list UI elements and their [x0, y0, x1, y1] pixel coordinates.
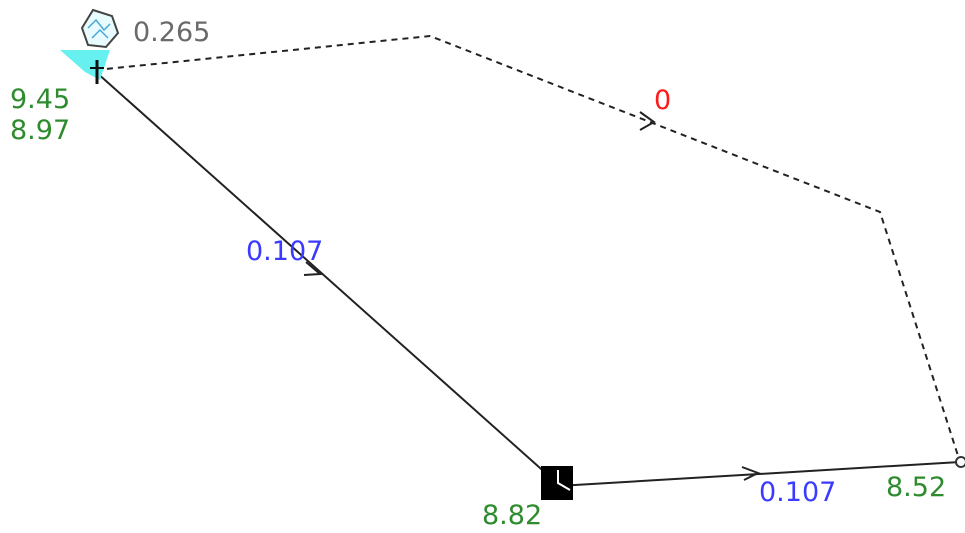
- pipe-bottom-arrow: [741, 466, 761, 481]
- source-value-1: 9.45: [10, 84, 71, 115]
- end-node-value: 8.52: [886, 472, 947, 503]
- dashed-link[interactable]: [95, 34, 961, 463]
- pipe-diagonal-value: 0.107: [246, 236, 324, 267]
- end-node-icon[interactable]: [955, 456, 965, 468]
- source-value-2: 8.97: [10, 115, 71, 146]
- pump-node-inner: [557, 470, 571, 491]
- reservoir-icon[interactable]: [80, 8, 120, 49]
- pipe-bottom[interactable]: [557, 461, 961, 487]
- dashed-link-arrow: [639, 111, 656, 131]
- pipe-bottom-value: 0.107: [759, 477, 837, 508]
- dashed-link-value: 0: [654, 85, 672, 116]
- tank-symbol[interactable]: [60, 50, 110, 80]
- pump-node-value: 8.82: [482, 500, 543, 531]
- reservoir-value: 0.265: [133, 17, 211, 48]
- pipe-diagonal[interactable]: [95, 71, 559, 485]
- pipe-diagonal-arrow: [303, 261, 323, 276]
